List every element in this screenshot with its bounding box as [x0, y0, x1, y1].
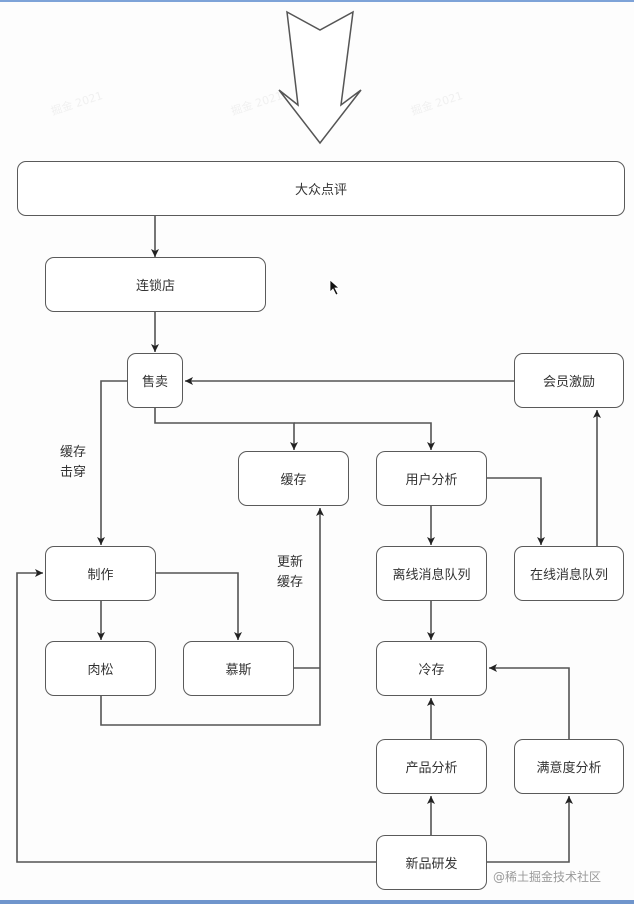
- node-product-analysis[interactable]: 产品分析: [376, 739, 487, 794]
- edge-sell-user-analysis: [294, 422, 435, 450]
- node-label: 会员激励: [542, 375, 595, 390]
- node-mousse[interactable]: 慕斯: [183, 641, 294, 696]
- node-cache[interactable]: 缓存: [238, 451, 349, 506]
- mouse-cursor-icon: [329, 279, 341, 296]
- node-satisfaction-analysis[interactable]: 满意度分析: [514, 739, 624, 794]
- edge-satisfaction-cold-storage: [489, 664, 570, 739]
- edge-sell-make: [97, 380, 127, 545]
- window-bottom-border: [0, 900, 634, 904]
- site-watermark: @稀土掘金技术社区: [493, 870, 602, 884]
- big-down-arrow-icon: [278, 10, 362, 145]
- node-sell[interactable]: 售卖: [127, 353, 183, 408]
- edge-sell-cache: [154, 408, 298, 450]
- edge-rousong-cache: [100, 508, 324, 726]
- node-label: 连锁店: [135, 279, 175, 294]
- node-label: 用户分析: [405, 473, 458, 488]
- node-label: 在线消息队列: [529, 568, 608, 583]
- node-label: 缓存: [280, 473, 307, 488]
- node-new-product-rd[interactable]: 新品研发: [376, 835, 487, 890]
- node-cold-storage[interactable]: 冷存: [376, 641, 487, 696]
- node-label: 肉松: [87, 663, 114, 678]
- window-top-border: [0, 0, 634, 2]
- edge-new-product-satisfaction: [487, 796, 573, 863]
- node-label: 售卖: [141, 375, 168, 390]
- edge-label-line: 击穿: [59, 465, 86, 480]
- edge-label-line: 缓存: [276, 575, 303, 590]
- edge-user-analysis-online-queue: [487, 477, 545, 545]
- node-label: 大众点评: [294, 183, 347, 198]
- edge-label-cache-penetration: 缓存 击穿: [58, 443, 88, 483]
- node-dianping[interactable]: 大众点评: [17, 161, 625, 216]
- node-make[interactable]: 制作: [45, 546, 156, 601]
- node-chain-store[interactable]: 连锁店: [45, 257, 266, 312]
- node-rousong[interactable]: 肉松: [45, 641, 156, 696]
- node-label: 冷存: [418, 663, 445, 678]
- node-online-queue[interactable]: 在线消息队列: [514, 546, 624, 601]
- node-label: 产品分析: [405, 761, 458, 776]
- node-label: 制作: [87, 568, 114, 583]
- node-member-incentive[interactable]: 会员激励: [514, 353, 624, 408]
- edge-new-product-make: [16, 569, 376, 863]
- node-label: 新品研发: [405, 857, 458, 872]
- node-label: 满意度分析: [536, 761, 602, 776]
- node-label: 离线消息队列: [392, 568, 471, 583]
- edge-make-mousse: [156, 572, 242, 640]
- node-offline-queue[interactable]: 离线消息队列: [376, 546, 487, 601]
- node-user-analysis[interactable]: 用户分析: [376, 451, 487, 506]
- node-label: 慕斯: [225, 663, 252, 678]
- edge-label-line: 更新: [276, 555, 303, 570]
- edge-label-update-cache: 更新 缓存: [275, 553, 305, 593]
- edge-label-line: 缓存: [59, 445, 86, 460]
